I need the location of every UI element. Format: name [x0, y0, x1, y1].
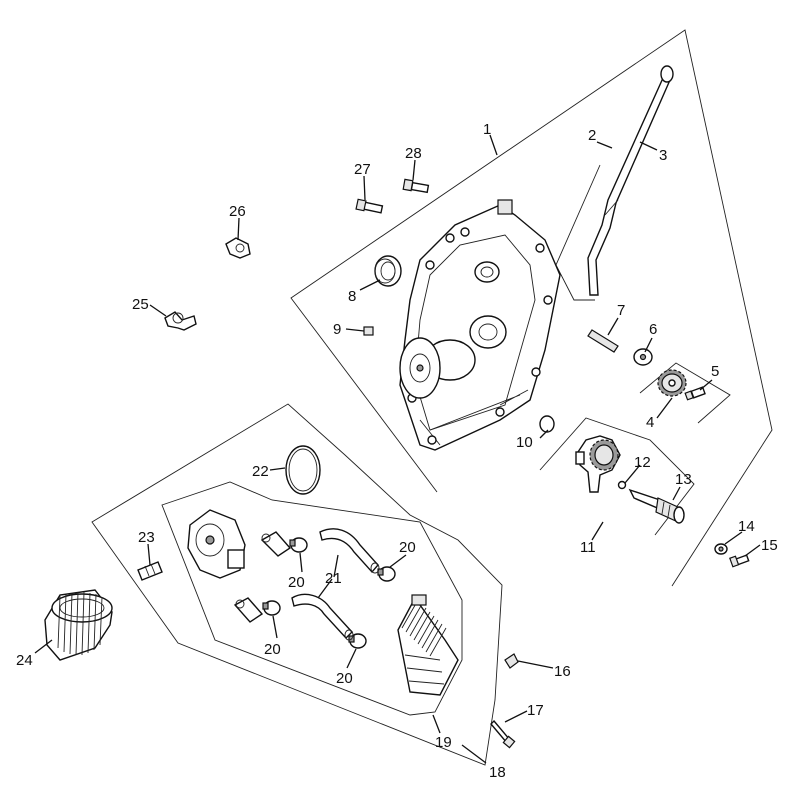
- part-pin: [587, 329, 619, 353]
- part-seal: [374, 255, 402, 287]
- callout-7: 7: [617, 302, 625, 319]
- callout-27: 27: [354, 161, 371, 178]
- part-oring-22: [285, 445, 321, 495]
- callout-19: 19: [435, 734, 452, 751]
- part-clamp-20a: [289, 537, 308, 553]
- callout-10: 10: [516, 434, 533, 451]
- callout-8: 8: [348, 288, 356, 305]
- group-outline-11: [539, 417, 695, 536]
- callout-11: 11: [580, 539, 596, 556]
- callout-12: 12: [634, 454, 651, 471]
- part-bolt-5: [684, 386, 706, 401]
- callout-16: 16: [554, 663, 571, 680]
- part-sender-26: [225, 237, 251, 259]
- callout-28: 28: [405, 145, 422, 162]
- callout-26: 26: [229, 203, 246, 220]
- part-ring-12: [617, 480, 627, 490]
- part-bolt-27: [355, 198, 384, 214]
- group-outline-1: [290, 29, 773, 587]
- part-washer: [633, 348, 653, 366]
- callout-3: 3: [659, 147, 667, 164]
- part-sensor: [628, 488, 685, 524]
- part-fitting-upper: [260, 531, 292, 557]
- callout-20-b: 20: [399, 539, 416, 556]
- part-oil-cooler: [397, 594, 459, 696]
- callout-1: 1: [483, 121, 491, 138]
- callout-4: 4: [646, 414, 654, 431]
- part-clamp-20c: [377, 566, 396, 582]
- part-clamp-20d: [348, 633, 367, 649]
- callout-20-a: 20: [288, 574, 305, 591]
- callout-2: 2: [588, 127, 596, 144]
- part-washer-14: [714, 543, 728, 555]
- group-outline-19: [161, 481, 463, 716]
- callout-22: 22: [252, 463, 269, 480]
- callout-18: 18: [489, 764, 506, 781]
- callout-25: 25: [132, 296, 149, 313]
- callout-6: 6: [649, 321, 657, 338]
- part-nipple-23: [137, 561, 163, 581]
- callout-5: 5: [711, 363, 719, 380]
- part-bolt-15: [729, 554, 750, 568]
- callout-24: 24: [16, 652, 33, 669]
- part-dipstick: [587, 65, 674, 296]
- callout-14: 14: [738, 518, 755, 535]
- part-elbow-25: [164, 311, 197, 331]
- group-outline-18: [91, 403, 503, 766]
- part-bolt-17: [490, 719, 516, 749]
- callout-9: 9: [333, 321, 341, 338]
- part-hoses: [291, 528, 380, 641]
- part-plug-9: [363, 326, 374, 336]
- callout-21: 21: [325, 570, 342, 587]
- callout-13: 13: [675, 471, 692, 488]
- part-clip-16: [504, 653, 519, 669]
- callout-20-d: 20: [336, 670, 353, 687]
- part-fitting-lower: [233, 597, 264, 623]
- part-oil-filter: [44, 589, 113, 661]
- callout-23: 23: [138, 529, 155, 546]
- part-bolt-28: [402, 178, 430, 194]
- callout-15: 15: [761, 537, 778, 554]
- part-gear: [657, 369, 687, 397]
- leader-lines: [34, 134, 761, 764]
- callout-20-c: 20: [264, 641, 281, 658]
- callout-labels: 1 2 3 4 5 6 7 8 9 10 11 12 13 14 15 16 1…: [16, 121, 778, 781]
- part-clamp-20b: [262, 600, 281, 616]
- part-filter-adapter: [187, 509, 246, 579]
- part-timing-cover: [399, 199, 561, 451]
- callout-17: 17: [527, 702, 544, 719]
- part-pump-assembly: [575, 435, 621, 493]
- group-outline-4: [639, 362, 731, 424]
- part-oring-10: [539, 415, 555, 433]
- group-outline-2: [555, 164, 601, 301]
